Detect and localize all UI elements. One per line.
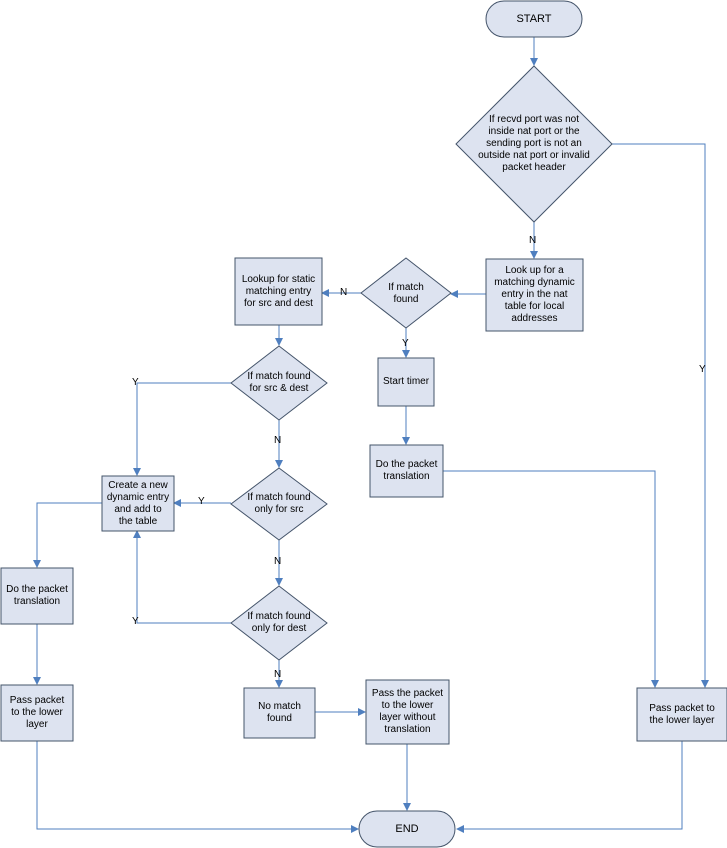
edge-label-check-no: N [529, 235, 537, 246]
pass-right-label: Pass packet to the lower layer [649, 702, 715, 726]
match-only-dest-decision [230, 585, 328, 661]
match-src-dest-label: If match found for src & dest [247, 371, 311, 394]
translate-right-box [369, 444, 444, 498]
start-timer-box [377, 357, 435, 407]
match-only-dest-label: If match found only for dest [247, 611, 311, 634]
create-dynamic-box [101, 475, 175, 532]
match-src-dest-decision [230, 345, 328, 421]
edge-label-srcdest-no: N [274, 435, 282, 446]
lookup-static-label: Lookup for static matching entry for src… [241, 273, 316, 309]
no-match-box [243, 687, 316, 739]
pass-left-label: Pass packet to the lower layer [9, 695, 65, 730]
edge-translate-passright [443, 470, 659, 688]
start-timer-label: Start timer [382, 376, 430, 387]
translate-right-label: Do the packet translation [375, 459, 438, 482]
lookup-static-box [234, 257, 323, 326]
edge-label-check-yes: Y [699, 364, 706, 375]
match-found-decision [360, 257, 452, 329]
edge-passleft-end [36, 741, 359, 833]
edge-srcdest-create [133, 382, 231, 476]
lookup-dynamic-box [485, 258, 584, 332]
no-match-label: No match found [258, 701, 301, 724]
check-port-label: If recvd port was not inside nat port or… [478, 114, 590, 173]
edge-label-srcdest-yes: Y [132, 377, 139, 388]
pass-no-translation-label: Pass the packet to the lower layer witho… [371, 688, 444, 735]
end-terminal [358, 810, 456, 848]
edge-label-onlydest-no: N [274, 669, 282, 680]
translate-left-box [0, 567, 74, 625]
lookup-dynamic-label: Look up for a matching dynamic entry in … [494, 265, 575, 324]
edge-label-match1-no: N [340, 287, 348, 298]
match-only-src-label: If match found only for src [247, 492, 311, 515]
start-label: START [516, 13, 552, 25]
edge-onlydest-create [133, 530, 231, 624]
edge-label-onlysrc-no: N [274, 556, 282, 567]
match-only-src-decision [230, 467, 328, 541]
pass-no-translation-box [365, 679, 450, 745]
pass-right-box [636, 687, 727, 742]
edge-check-passright [611, 143, 709, 688]
match-found-label: If match found [388, 282, 424, 305]
end-label: END [395, 823, 419, 835]
start-terminal [485, 0, 583, 38]
edge-label-match1-yes: Y [402, 338, 409, 349]
edge-label-onlydest-yes: Y [132, 616, 139, 627]
edge-create-translate [33, 502, 102, 568]
check-port-decision [455, 65, 613, 223]
edge-passright-end [456, 741, 683, 833]
create-dynamic-label: Create a new dynamic entry and add to th… [106, 479, 170, 527]
connectors [33, 37, 709, 833]
pass-left-box [0, 684, 74, 742]
edge-label-onlysrc-yes: Y [198, 496, 205, 507]
translate-left-label: Do the packet translation [6, 584, 68, 607]
